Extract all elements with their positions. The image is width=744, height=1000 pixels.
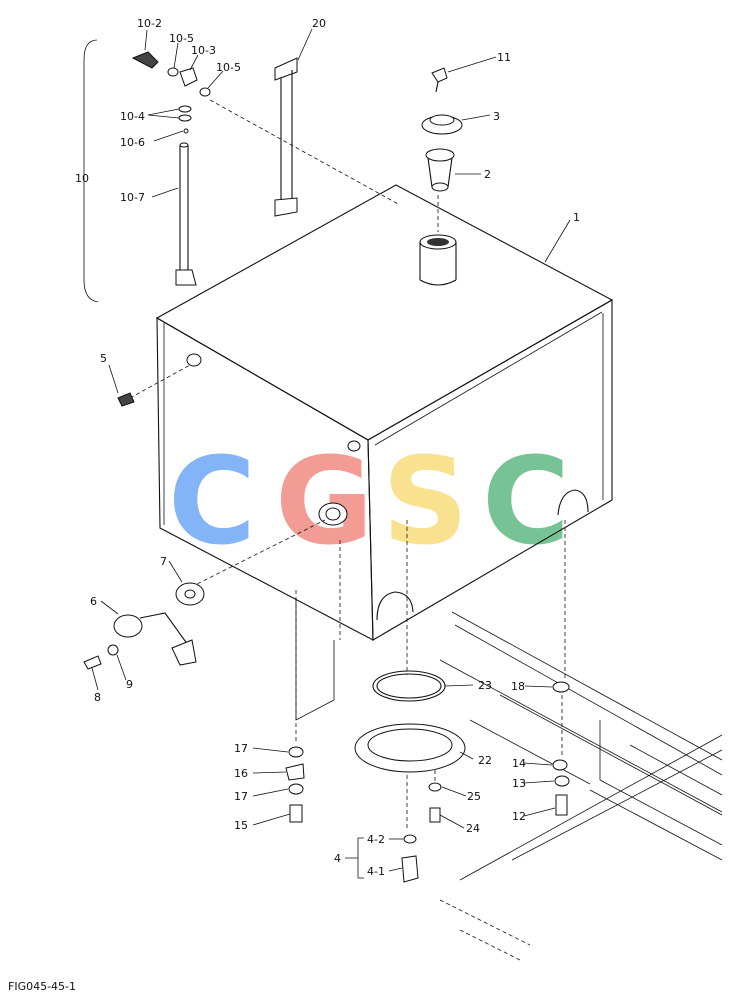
callout-3: 3 <box>493 110 500 123</box>
fuel-tank <box>155 184 614 721</box>
callout-25: 25 <box>467 790 481 803</box>
callout-11: 11 <box>497 51 511 64</box>
callout-20: 20 <box>312 17 326 30</box>
frame-rails <box>439 611 723 961</box>
callout-10-3: 10-3 <box>191 44 216 57</box>
watermark-letter-c2: C <box>482 433 570 572</box>
callout-10-2: 10-2 <box>137 17 162 30</box>
watermark-letter-c1: C <box>168 433 256 572</box>
callout-labels: 10-2 10-5 10-3 10-5 10-4 10-6 10 10-7 20… <box>75 17 580 878</box>
callout-1: 1 <box>573 211 580 224</box>
callout-18: 18 <box>511 680 525 693</box>
callout-22: 22 <box>478 754 492 767</box>
callout-12: 12 <box>512 810 526 823</box>
callout-10-4: 10-4 <box>120 110 145 123</box>
callout-24: 24 <box>466 822 480 835</box>
callout-10-6: 10-6 <box>120 136 145 149</box>
callout-10-5-upper: 10-5 <box>169 32 194 45</box>
callout-14: 14 <box>512 757 526 770</box>
callout-16: 16 <box>234 767 248 780</box>
watermark-letter-g: G <box>275 433 374 572</box>
watermark: C G S C <box>168 433 570 572</box>
callout-10-5-lower: 10-5 <box>216 61 241 74</box>
callout-2: 2 <box>484 168 491 181</box>
callout-10-7: 10-7 <box>120 191 145 204</box>
callout-23: 23 <box>478 679 492 692</box>
callout-8: 8 <box>94 691 101 704</box>
callout-17-lower: 17 <box>234 790 248 803</box>
callout-4-1: 4-1 <box>367 865 385 878</box>
callout-4: 4 <box>334 852 341 865</box>
callout-6: 6 <box>90 595 97 608</box>
callout-15: 15 <box>234 819 248 832</box>
small-parts <box>83 39 570 883</box>
watermark-letter-s: S <box>382 433 468 572</box>
callout-4-2: 4-2 <box>367 833 385 846</box>
callout-17-upper: 17 <box>234 742 248 755</box>
callout-9: 9 <box>126 678 133 691</box>
figure-id: FIG045-45-1 <box>8 980 77 993</box>
callout-10: 10 <box>75 172 89 185</box>
callout-5: 5 <box>100 352 107 365</box>
leader-lines <box>91 28 571 879</box>
callout-13: 13 <box>512 777 526 790</box>
callout-7: 7 <box>160 555 167 568</box>
